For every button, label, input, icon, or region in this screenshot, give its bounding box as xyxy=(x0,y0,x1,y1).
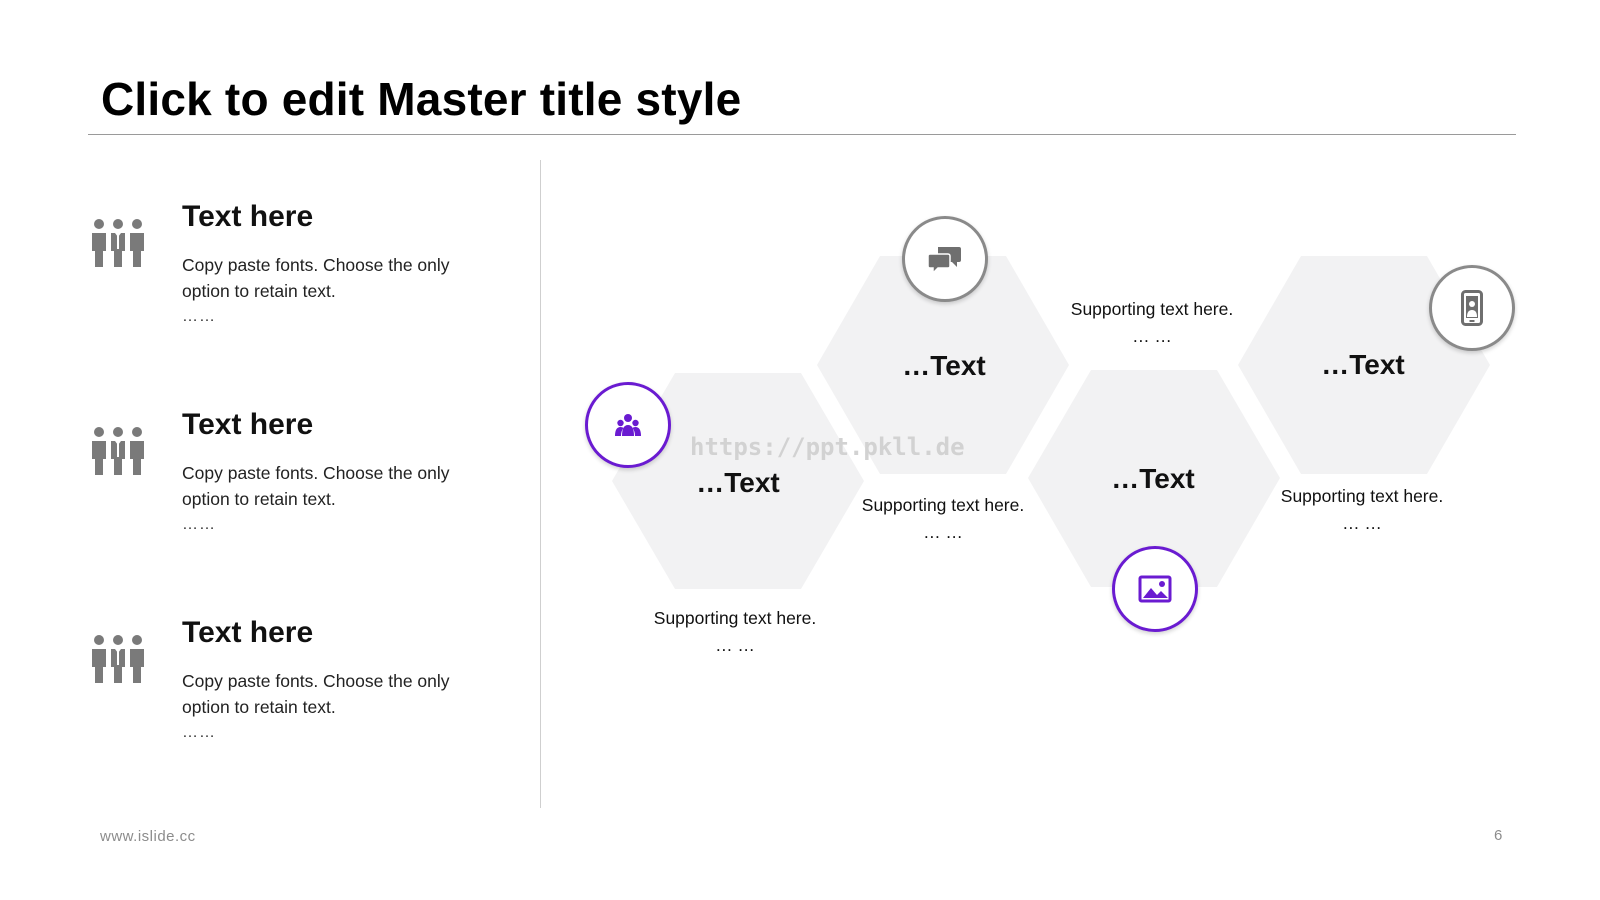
left-list-item[interactable]: Text here Copy paste fonts. Choose the o… xyxy=(90,616,510,776)
item-ellipsis: …… xyxy=(182,516,216,533)
item-body[interactable]: Copy paste fonts. Choose the only option… xyxy=(182,671,450,717)
mobile-phone-icon-badge xyxy=(1429,265,1515,351)
watermark: https://ppt.pkll.de xyxy=(690,433,965,461)
image-icon xyxy=(1138,575,1172,603)
left-list-item[interactable]: Text here Copy paste fonts. Choose the o… xyxy=(90,200,510,360)
slide-title[interactable]: Click to edit Master title style xyxy=(101,73,742,125)
supporting-text-ellipsis: … … xyxy=(715,635,755,655)
group-icon-badge xyxy=(585,382,671,468)
hex-label[interactable]: …Text xyxy=(902,350,986,381)
supporting-text-line: Supporting text here. xyxy=(653,608,817,628)
hex-label[interactable]: …Text xyxy=(1111,463,1195,494)
supporting-text-line: Supporting text here. xyxy=(1280,486,1444,506)
title-underline xyxy=(88,134,1516,135)
hexagon xyxy=(1028,370,1280,587)
supporting-text[interactable]: Supporting text here. … … xyxy=(823,492,1063,546)
supporting-text-ellipsis: … … xyxy=(923,522,963,542)
item-title[interactable]: Text here xyxy=(182,616,314,649)
group-icon xyxy=(615,414,641,436)
hex-label[interactable]: …Text xyxy=(696,467,780,498)
item-body[interactable]: Copy paste fonts. Choose the only option… xyxy=(182,463,450,509)
hex-label[interactable]: …Text xyxy=(1321,349,1405,380)
mobile-phone-icon xyxy=(1461,290,1483,326)
vertical-divider xyxy=(540,160,541,808)
footer-url[interactable]: www.islide.cc xyxy=(100,828,196,845)
item-body[interactable]: Copy paste fonts. Choose the only option… xyxy=(182,255,450,301)
supporting-text-line: Supporting text here. xyxy=(1070,299,1234,319)
supporting-text[interactable]: Supporting text here. … … xyxy=(615,605,855,659)
left-list-item[interactable]: Text here Copy paste fonts. Choose the o… xyxy=(90,408,510,568)
people-icon xyxy=(92,635,144,683)
page-number: 6 xyxy=(1494,827,1503,844)
supporting-text-line: Supporting text here. xyxy=(861,495,1025,515)
supporting-text[interactable]: Supporting text here. … … xyxy=(1242,483,1482,537)
item-title[interactable]: Text here xyxy=(182,200,314,233)
people-icon xyxy=(92,219,144,267)
hexagon xyxy=(1238,256,1490,474)
supporting-text-ellipsis: … … xyxy=(1132,326,1172,346)
item-title[interactable]: Text here xyxy=(182,408,314,441)
chat-icon xyxy=(928,247,961,274)
hexagon xyxy=(817,256,1069,474)
people-icon xyxy=(92,427,144,475)
chat-icon-badge xyxy=(902,216,988,302)
item-ellipsis: …… xyxy=(182,724,216,741)
supporting-text[interactable]: Supporting text here. … … xyxy=(1032,296,1272,350)
image-icon-badge xyxy=(1112,546,1198,632)
supporting-text-ellipsis: … … xyxy=(1342,513,1382,533)
item-ellipsis: …… xyxy=(182,308,216,325)
hexagon xyxy=(612,373,864,589)
